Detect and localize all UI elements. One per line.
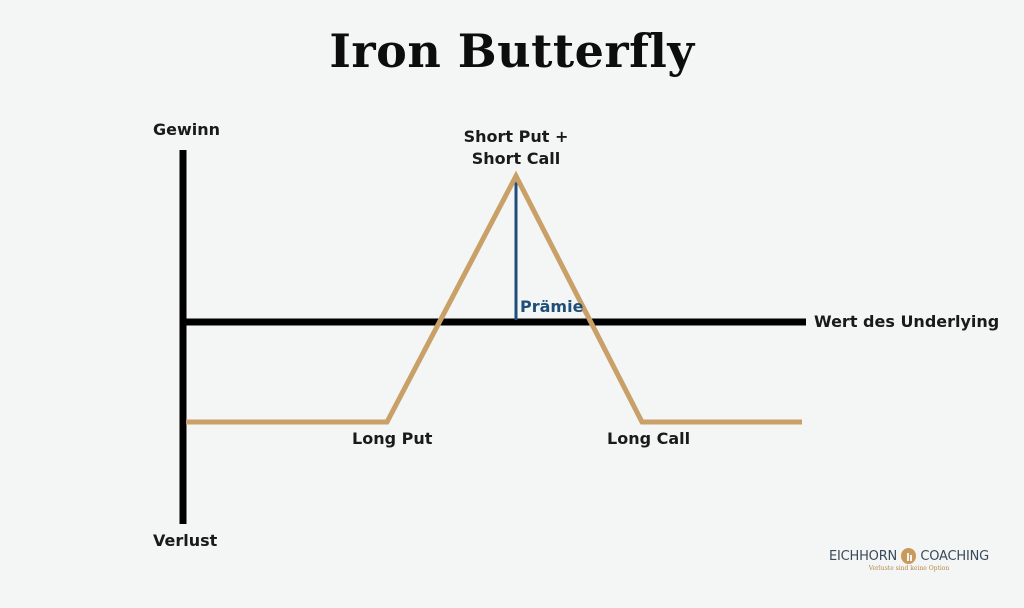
long-put-label: Long Put: [352, 429, 433, 448]
premium-label: Prämie: [520, 297, 584, 316]
peak-label-line2: Short Call: [471, 149, 561, 168]
verlust-label: Verlust: [153, 531, 218, 550]
diagram-title: Iron Butterfly: [329, 24, 695, 78]
logo-tagline: Verluste sind keine Option: [868, 565, 950, 572]
peak-label: Short Put + Short Call: [456, 126, 576, 170]
x-axis-label: Wert des Underlying: [814, 312, 1000, 331]
long-call-label: Long Call: [607, 429, 691, 448]
logo-right-text: COACHING: [920, 548, 989, 564]
brand-logo: EICHHORN COACHING Verluste sind keine Op…: [829, 548, 989, 572]
logo-left-text: EICHHORN: [829, 548, 898, 564]
logo-wordmark: EICHHORN COACHING: [829, 548, 989, 564]
squirrel-mark-icon: [901, 548, 917, 564]
gewinn-label: Gewinn: [153, 120, 221, 139]
peak-label-line1: Short Put +: [463, 127, 569, 146]
payoff-line: [186, 170, 802, 425]
